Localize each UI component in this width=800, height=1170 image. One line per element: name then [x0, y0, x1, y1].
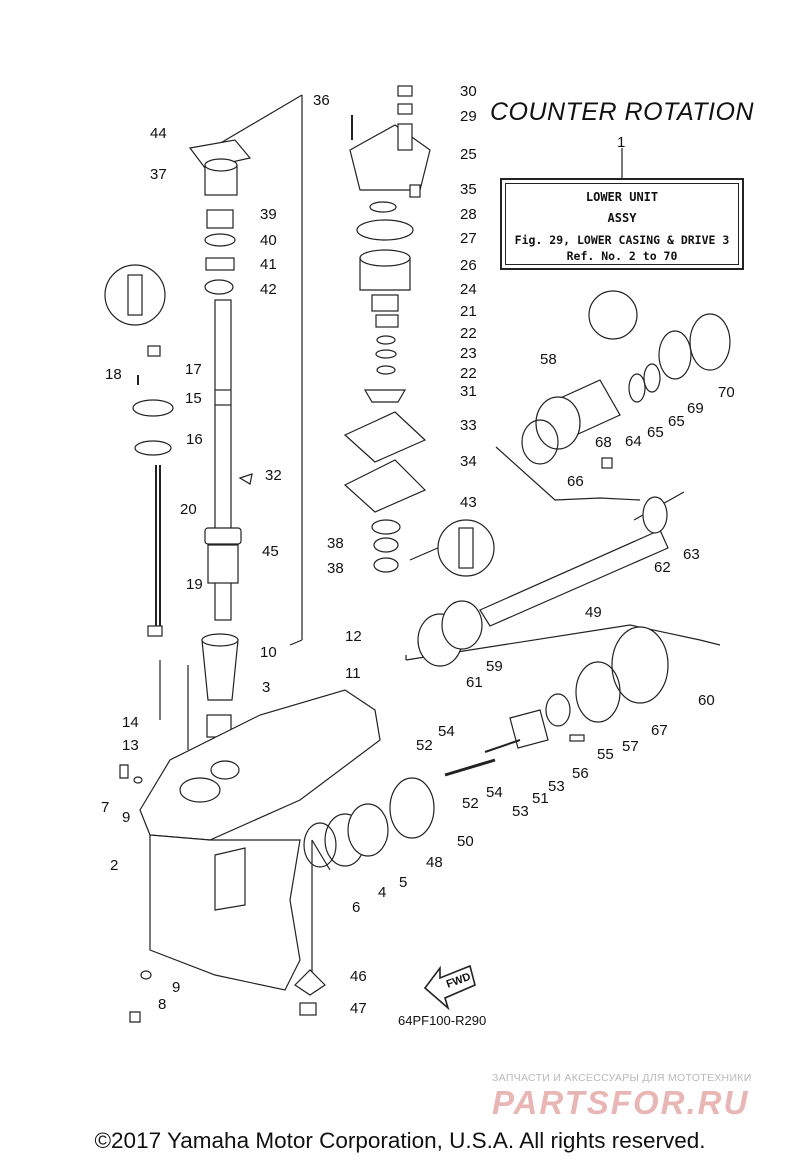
callout-50: 50 [457, 833, 474, 850]
callout-17: 17 [185, 361, 202, 378]
watermark-tagline: ЗАПЧАСТИ И АКСЕССУАРЫ ДЛЯ МОТОТЕХНИКИ [492, 1072, 752, 1084]
callout-59: 59 [486, 658, 503, 675]
callout-27: 27 [460, 230, 477, 247]
callout-55: 55 [597, 746, 614, 763]
callout-38a: 38 [327, 535, 344, 552]
callout-22b: 22 [460, 365, 477, 382]
fwd-arrow: FWD [423, 964, 476, 1011]
callout-13: 13 [122, 737, 139, 754]
callout-52b: 52 [462, 795, 479, 812]
callout-3: 3 [262, 679, 270, 696]
lower-casing [139, 689, 381, 991]
callout-47: 47 [350, 1000, 367, 1017]
callout-46: 46 [350, 968, 367, 985]
callout-53a: 53 [548, 778, 565, 795]
callout-21: 21 [460, 303, 477, 320]
callout-68: 68 [595, 434, 612, 451]
callout-65a: 65 [647, 424, 664, 441]
ref-box-line-1: LOWER UNIT [585, 190, 659, 204]
callout-28: 28 [460, 206, 477, 223]
callout-69: 69 [687, 400, 704, 417]
callout-19: 19 [186, 576, 203, 593]
callout-25: 25 [460, 146, 477, 163]
callout-39: 39 [260, 206, 277, 223]
callout-66: 66 [567, 473, 584, 490]
copyright-notice: ©2017 Yamaha Motor Corporation, U.S.A. A… [94, 1128, 706, 1153]
ref-box-line-2: ASSY [607, 211, 637, 225]
callout-14: 14 [122, 714, 139, 731]
callout-44: 44 [150, 125, 167, 142]
callout-56: 56 [572, 765, 589, 782]
callout-9a: 9 [122, 809, 130, 826]
callout-58: 58 [540, 351, 557, 368]
callout-1: 1 [617, 134, 625, 151]
callout-16: 16 [186, 431, 203, 448]
reference-box-inner-border [505, 183, 739, 265]
callout-32: 32 [265, 467, 282, 484]
callout-numbers: 1 2 3 4 5 6 7 8 9 9 10 11 12 13 14 15 16… [101, 83, 735, 1017]
callout-7: 7 [101, 799, 109, 816]
callout-2: 2 [110, 857, 118, 874]
callout-33: 33 [460, 417, 477, 434]
callout-43: 43 [460, 494, 477, 511]
callout-54b: 54 [486, 784, 503, 801]
callout-37: 37 [150, 166, 167, 183]
callout-64: 64 [625, 433, 642, 450]
callout-45: 45 [262, 543, 279, 560]
callout-22a: 22 [460, 325, 477, 342]
callout-35: 35 [460, 181, 477, 198]
callout-26: 26 [460, 257, 477, 274]
callout-42: 42 [260, 281, 277, 298]
reference-box: LOWER UNIT ASSY Fig. 29, LOWER CASING & … [500, 178, 744, 270]
callout-52a: 52 [416, 737, 433, 754]
callout-5: 5 [399, 874, 407, 891]
callout-30: 30 [460, 83, 477, 100]
drive-shaft-assembly [104, 139, 252, 738]
callout-4: 4 [378, 884, 386, 901]
propeller-shaft-assembly [119, 290, 731, 1023]
callout-41: 41 [260, 256, 277, 273]
callout-8: 8 [158, 996, 166, 1013]
callout-48: 48 [426, 854, 443, 871]
callout-12: 12 [345, 628, 362, 645]
callout-20: 20 [180, 501, 197, 518]
callout-65b: 65 [668, 413, 685, 430]
callout-11: 11 [345, 665, 361, 682]
callout-6: 6 [352, 899, 360, 916]
callout-62: 62 [654, 559, 671, 576]
water-pump-stack [343, 85, 495, 577]
leader-lines [159, 94, 721, 975]
callout-23: 23 [460, 345, 477, 362]
watermark-logo: PARTSFOR.RU [492, 1084, 750, 1121]
callout-34: 34 [460, 453, 477, 470]
callout-10: 10 [260, 644, 277, 661]
callout-29: 29 [460, 108, 477, 125]
callout-51: 51 [532, 790, 549, 807]
diagram-heading: COUNTER ROTATION [490, 98, 755, 126]
diagram-code: 64PF100-R290 [398, 1013, 487, 1028]
callout-61: 61 [466, 674, 483, 691]
callout-36: 36 [313, 92, 330, 109]
callout-9b: 9 [172, 979, 180, 996]
callout-15: 15 [185, 390, 202, 407]
callout-54a: 54 [438, 723, 455, 740]
callout-60: 60 [698, 692, 715, 709]
callout-38b: 38 [327, 560, 344, 577]
callout-49: 49 [585, 604, 602, 621]
callout-70: 70 [718, 384, 735, 401]
callout-40: 40 [260, 232, 277, 249]
callout-57: 57 [622, 738, 639, 755]
callout-53b: 53 [512, 803, 529, 820]
ref-box-line-3: Fig. 29, LOWER CASING & DRIVE 3 [514, 233, 730, 247]
callout-63: 63 [683, 546, 700, 563]
callout-24: 24 [460, 281, 477, 298]
callout-67: 67 [651, 722, 668, 739]
ref-box-line-4: Ref. No. 2 to 70 [566, 249, 678, 263]
callout-31: 31 [460, 383, 477, 400]
callout-18: 18 [105, 366, 122, 383]
